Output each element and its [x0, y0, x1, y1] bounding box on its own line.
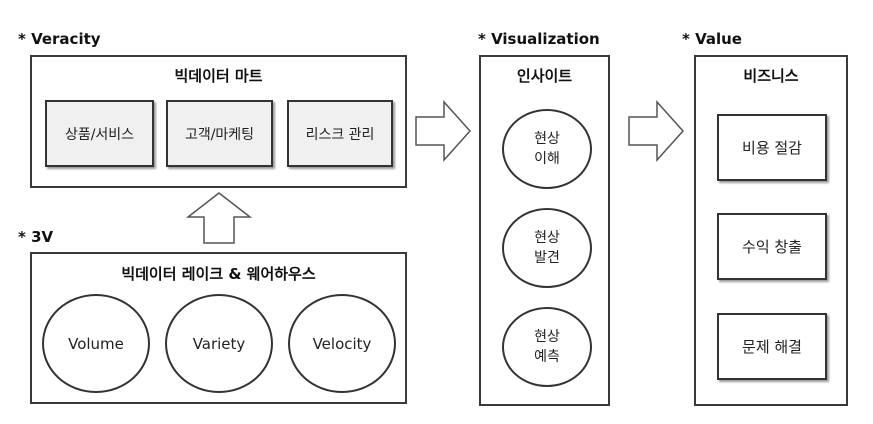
- threev-label: * 3V: [18, 228, 54, 246]
- big-data-lake-panel: 빅데이터 레이크 & 웨어하우스 Volume Variety Velocity: [30, 252, 407, 404]
- big-data-mart-panel: 빅데이터 마트 상품/서비스 고객/마케팅 리스크 관리: [30, 55, 407, 188]
- right-arrow-icon: [628, 100, 685, 162]
- business-item-revenue-generation: 수익 창출: [717, 213, 827, 280]
- insight-item-understand-line2: 이해: [534, 151, 560, 167]
- mart-item-customer-marketing: 고객/마케팅: [166, 100, 273, 167]
- volume-circle: Volume: [42, 294, 150, 393]
- insight-item-discover-line1: 현상: [534, 230, 560, 246]
- insight-item-predict-line1: 현상: [534, 329, 560, 345]
- big-data-mart-title: 빅데이터 마트: [174, 67, 263, 85]
- mart-item-risk-management: 리스크 관리: [287, 100, 393, 167]
- insight-item-understand-line1: 현상: [534, 131, 560, 147]
- business-panel: 비즈니스 비용 절감 수익 창출 문제 해결: [694, 55, 848, 406]
- mart-item-products-services: 상품/서비스: [45, 100, 154, 167]
- insight-item-discover: 현상 발견: [502, 208, 592, 288]
- up-arrow-icon: [185, 192, 253, 244]
- insight-panel: 인사이트 현상 이해 현상 발견 현상 예측: [479, 55, 610, 406]
- insight-item-predict-line2: 예측: [534, 349, 560, 365]
- visualization-label: * Visualization: [478, 30, 600, 48]
- insight-item-predict: 현상 예측: [502, 307, 592, 387]
- insight-title: 인사이트: [516, 67, 573, 85]
- variety-circle: Variety: [165, 294, 273, 393]
- big-data-lake-title: 빅데이터 레이크 & 웨어하우스: [121, 265, 316, 283]
- value-label: * Value: [682, 30, 742, 48]
- veracity-label: * Veracity: [18, 30, 101, 48]
- insight-item-understand: 현상 이해: [502, 109, 592, 189]
- business-item-cost-reduction: 비용 절감: [717, 114, 827, 181]
- insight-item-discover-line2: 발견: [534, 250, 560, 266]
- velocity-circle: Velocity: [288, 294, 396, 393]
- right-arrow-icon: [415, 100, 472, 162]
- business-item-problem-solving: 문제 해결: [717, 313, 827, 380]
- business-title: 비즈니스: [743, 67, 799, 85]
